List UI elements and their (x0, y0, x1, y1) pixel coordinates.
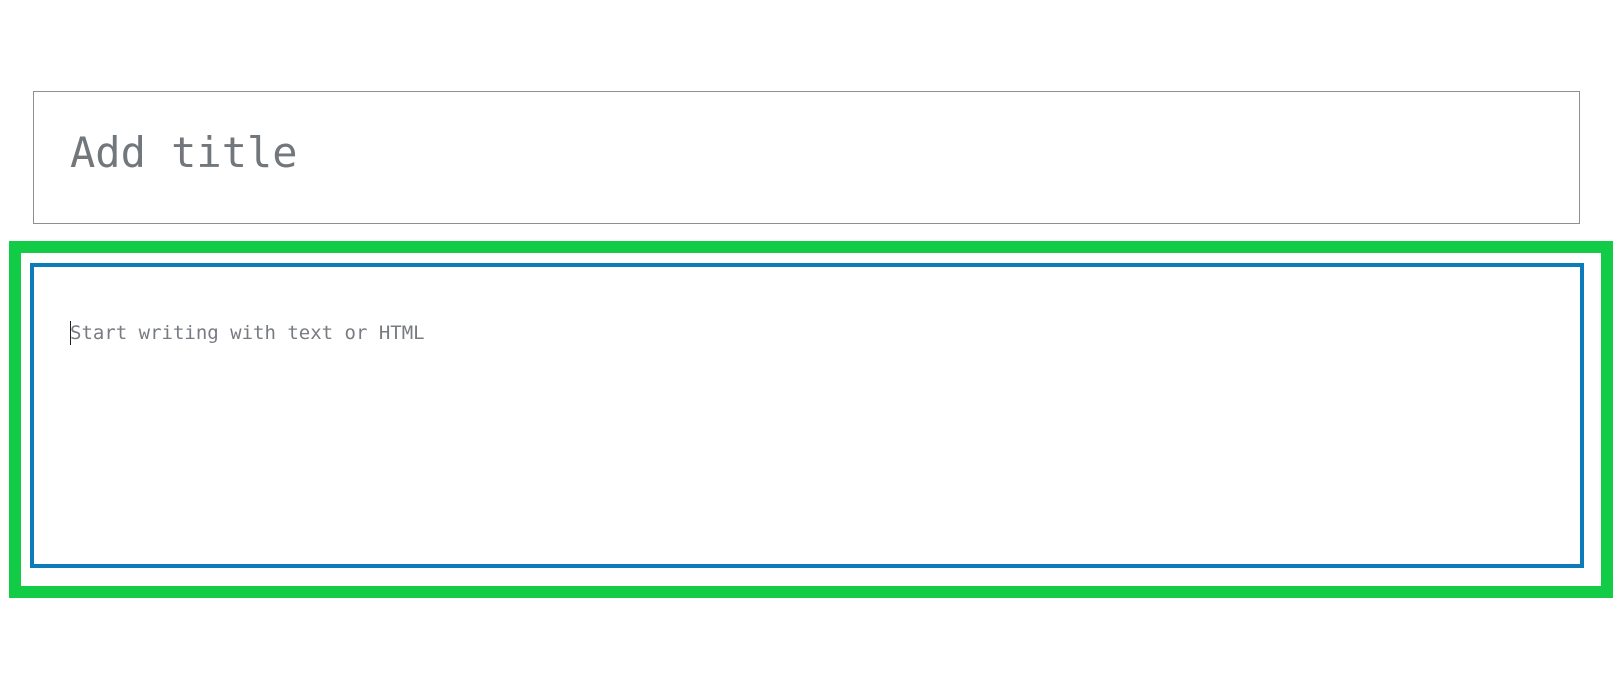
post-content-editor[interactable]: Start writing with text or HTML (30, 263, 1584, 568)
post-title-placeholder: Add title (70, 128, 298, 177)
editor-first-line: Start writing with text or HTML (70, 321, 425, 345)
text-caret (70, 321, 71, 345)
post-content-placeholder: Start writing with text or HTML (70, 322, 425, 344)
post-title-field[interactable]: Add title (33, 91, 1580, 224)
